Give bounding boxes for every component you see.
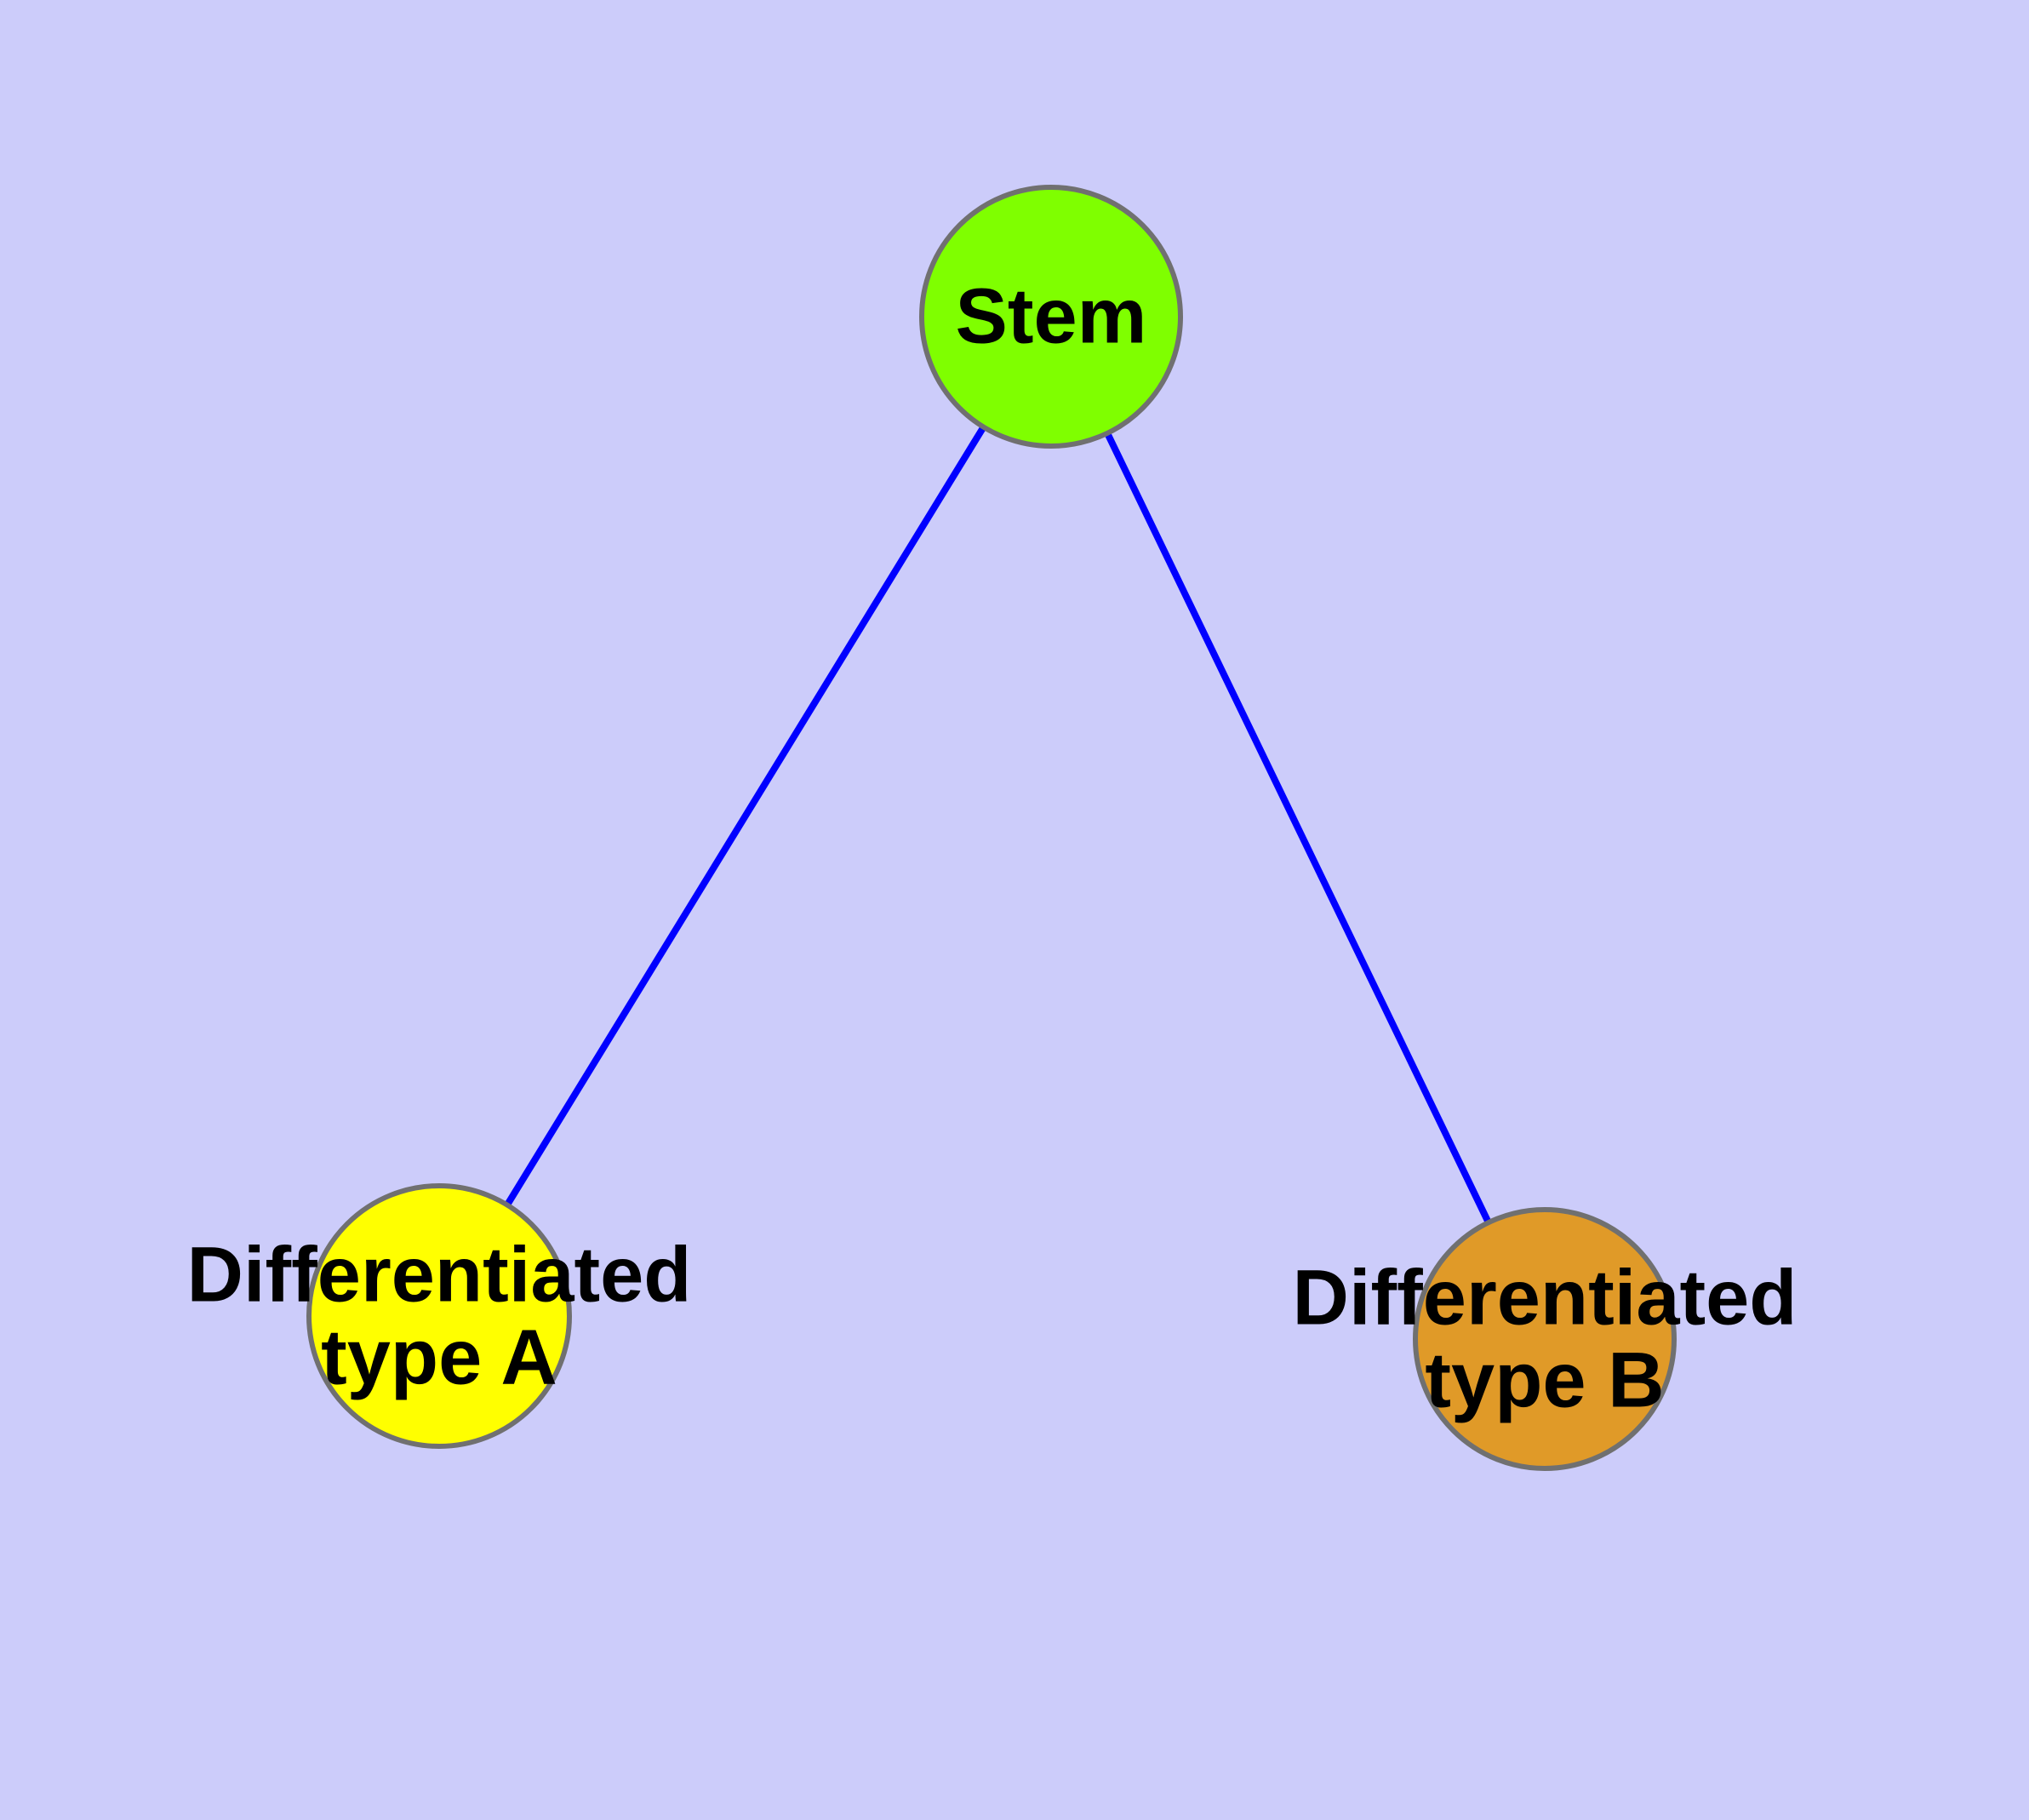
graph-edge-stem-diff_a[interactable]: [436, 314, 1055, 1319]
graph-node-diff_a[interactable]: [306, 1183, 572, 1449]
graph-node-stem[interactable]: [919, 185, 1183, 449]
graph-edge-stem-diff_b[interactable]: [1048, 315, 1548, 1341]
graph-node-diff_b[interactable]: [1413, 1207, 1677, 1471]
